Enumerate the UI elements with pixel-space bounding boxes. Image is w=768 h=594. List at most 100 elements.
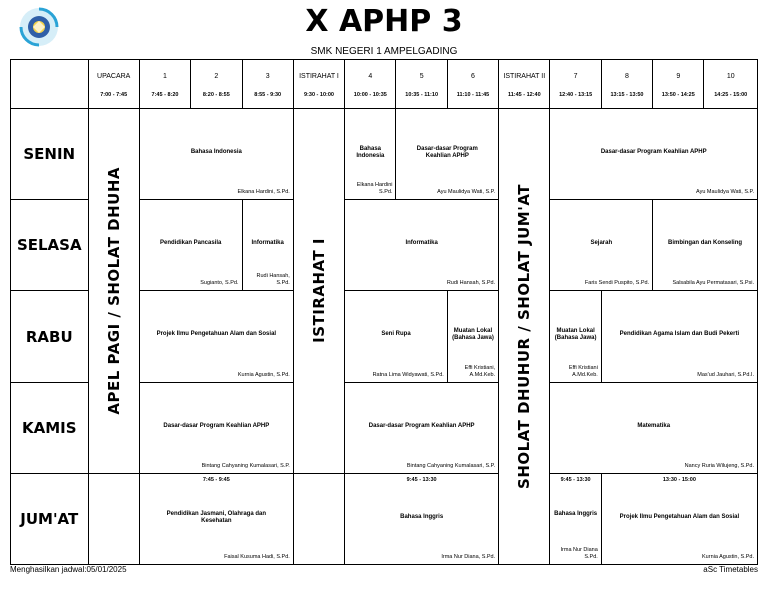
day-row: SELASA Pendidikan Pancasila Sugianto, S.… xyxy=(10,199,758,292)
teacher: Bintang Cahyaning Kumalasari, S.P. xyxy=(406,462,496,469)
teacher: Effi Kristiani, A.Md.Keb. xyxy=(464,364,496,378)
day-row: JUM'AT 7:45 - 9:45 Pendidikan Jasmani, O… xyxy=(10,472,759,566)
lesson-cell: Dasar-dasar Program Keahlian APHP Ayu Ma… xyxy=(395,108,500,201)
corner-cell xyxy=(10,58,89,110)
lesson-cell: Dasar-dasar Program Keahlian APHP Ayu Ma… xyxy=(549,108,758,201)
teacher: Faris Sendi Puspito, S.Pd. xyxy=(584,280,650,287)
lesson-cell: Informatika Rudi Hansah, S.Pd. xyxy=(344,199,500,292)
teacher: Elkana Hardini S.Pd. xyxy=(356,182,393,196)
istirahat-cell: ISTIRAHAT I xyxy=(292,108,346,474)
day-label: SELASA xyxy=(10,199,89,292)
teacher: Ayu Maulidya Wati, S.P. xyxy=(437,189,496,196)
subject: Dasar-dasar Program Keahlian APHP xyxy=(368,422,475,429)
teacher: Effi Kristiani A.Md.Keb. xyxy=(568,364,598,378)
subject: Informatika xyxy=(251,240,284,247)
istirahat-label: ISTIRAHAT I xyxy=(309,238,328,344)
day-row: KAMIS Dasar-dasar Program Keahlian APHP … xyxy=(10,381,758,474)
teacher: Sugianto, S.Pd. xyxy=(200,280,239,287)
subject: Dasar-dasar Program Keahlian APHP xyxy=(600,149,707,156)
day-label: JUM'AT xyxy=(10,472,89,566)
page-title: X APHP 3 xyxy=(305,4,463,39)
subject: Pendidikan Pancasila xyxy=(159,240,222,247)
lesson-cell: Muatan Lokal (Bahasa Jawa) Effi Kristian… xyxy=(549,290,602,383)
software-credit: aSc Timetables xyxy=(703,565,758,574)
empty-cell xyxy=(87,472,140,566)
subject: Muatan Lokal (Bahasa Jawa) xyxy=(554,328,597,342)
lesson-cell: Matematika Nancy Ruria Wilujeng, S.Pd. xyxy=(549,381,758,474)
day-label: SENIN xyxy=(10,108,89,201)
lesson-cell: Pendidikan Pancasila Sugianto, S.Pd. xyxy=(138,199,243,292)
lesson-cell: 9:45 - 13:30 Bahasa Inggris Irma Nur Dia… xyxy=(549,472,602,566)
empty-cell xyxy=(292,472,346,566)
lesson-cell: 9:45 - 13:30 Bahasa Inggris Irma Nur Dia… xyxy=(344,472,500,566)
generated-date: Menghasilkan jadwal:05/01/2025 xyxy=(10,565,127,574)
teacher: Ratna Lima Widyawati, S.Pd. xyxy=(372,371,444,378)
subject: Bahasa Inggris xyxy=(554,510,598,517)
lesson-cell: Sejarah Faris Sendi Puspito, S.Pd. xyxy=(549,199,654,292)
lesson-cell: 13:30 - 15:00 Projek Ilmu Pengetahuan Al… xyxy=(600,472,759,566)
lesson-cell: Bahasa Indonesia Elkana Hardini, S.Pd. xyxy=(138,108,294,201)
day-label: RABU xyxy=(10,290,89,383)
teacher: Kurnia Agustin, S.Pd. xyxy=(237,371,290,378)
lesson-cell: Informatika Rudi Hansah, S.Pd. xyxy=(241,199,294,292)
day-label: KAMIS xyxy=(10,381,89,474)
sholat-label: SHOLAT DHUHUR / SHOLAT JUM'AT xyxy=(515,184,534,490)
subject: Bimbingan dan Konseling xyxy=(668,240,743,247)
lesson-cell: Projek Ilmu Pengetahuan Alam dan Sosial … xyxy=(138,290,294,383)
teacher: Elkana Hardini, S.Pd. xyxy=(237,189,290,196)
apel-cell: APEL PAGI / SHOLAT DHUHA xyxy=(87,108,140,474)
subject: Muatan Lokal (Bahasa Jawa) xyxy=(452,328,494,342)
teacher: Kurnia Agustin, S.Pd. xyxy=(702,554,754,560)
teacher: Faisal Kusuma Hadi, S.Pd. xyxy=(224,554,290,560)
lesson-time: 13:30 - 15:00 xyxy=(662,476,696,483)
day-row: SENIN APEL PAGI / SHOLAT DHUHA Bahasa In… xyxy=(10,108,758,565)
lesson-cell: Pendidikan Agama Islam dan Budi Pekerti … xyxy=(600,290,759,383)
subject: Projek Ilmu Pengetahuan Alam dan Sosial xyxy=(156,331,277,338)
lesson-cell: Dasar-dasar Program Keahlian APHP Bintan… xyxy=(344,381,500,474)
subject: Bahasa Indonesia xyxy=(356,146,385,160)
lesson-cell: Seni Rupa Ratna Lima Widyawati, S.Pd. xyxy=(344,290,448,383)
subject: Pendidikan Agama Islam dan Budi Pekerti xyxy=(619,331,740,338)
sholat-cell: SHOLAT DHUHUR / SHOLAT JUM'AT xyxy=(498,108,551,565)
subject: Matematika xyxy=(637,422,671,429)
subject: Bahasa Indonesia xyxy=(190,149,242,156)
lesson-cell: Muatan Lokal (Bahasa Jawa) Effi Kristian… xyxy=(446,290,500,383)
teacher: Irma Nur Diana, S.Pd. xyxy=(441,554,496,560)
subject: Sejarah xyxy=(590,240,613,247)
subject: Seni Rupa xyxy=(381,331,411,338)
apel-label: APEL PAGI / SHOLAT DHUHA xyxy=(104,167,123,415)
subject: Informatika xyxy=(405,240,438,247)
school-emblem-icon xyxy=(19,7,59,47)
lesson-time: 9:45 - 13:30 xyxy=(406,476,437,483)
teacher: Rudi Hansah, S.Pd. xyxy=(446,280,496,287)
teacher: Mas'ud Jauhari, S.Pd.I. xyxy=(697,371,754,378)
lesson-cell: 7:45 - 9:45 Pendidikan Jasmani, Olahraga… xyxy=(138,472,294,566)
lesson-cell: Dasar-dasar Program Keahlian APHP Bintan… xyxy=(138,381,294,474)
subject: Dasar-dasar Program Keahlian APHP xyxy=(416,146,478,160)
teacher: Ayu Maulidya Wati, S.P. xyxy=(696,189,754,196)
lesson-time: 7:45 - 9:45 xyxy=(202,476,230,483)
teacher: Nancy Ruria Wilujeng, S.Pd. xyxy=(684,462,754,469)
teacher: Irma Nur Diana S.Pd. xyxy=(560,547,598,560)
subject: Projek Ilmu Pengetahuan Alam dan Sosial xyxy=(619,513,740,520)
teacher: Salsabila Ayu Permatasari, S.Psi. xyxy=(672,280,754,287)
lesson-cell: Bimbingan dan Konseling Salsabila Ayu Pe… xyxy=(652,199,758,292)
teacher: Bintang Cahyaning Kumalasari, S.P. xyxy=(201,462,290,469)
lesson-time: 9:45 - 13:30 xyxy=(560,476,591,483)
teacher: Rudi Hansah, S.Pd. xyxy=(256,273,290,287)
subject: Bahasa Inggris xyxy=(400,513,444,520)
